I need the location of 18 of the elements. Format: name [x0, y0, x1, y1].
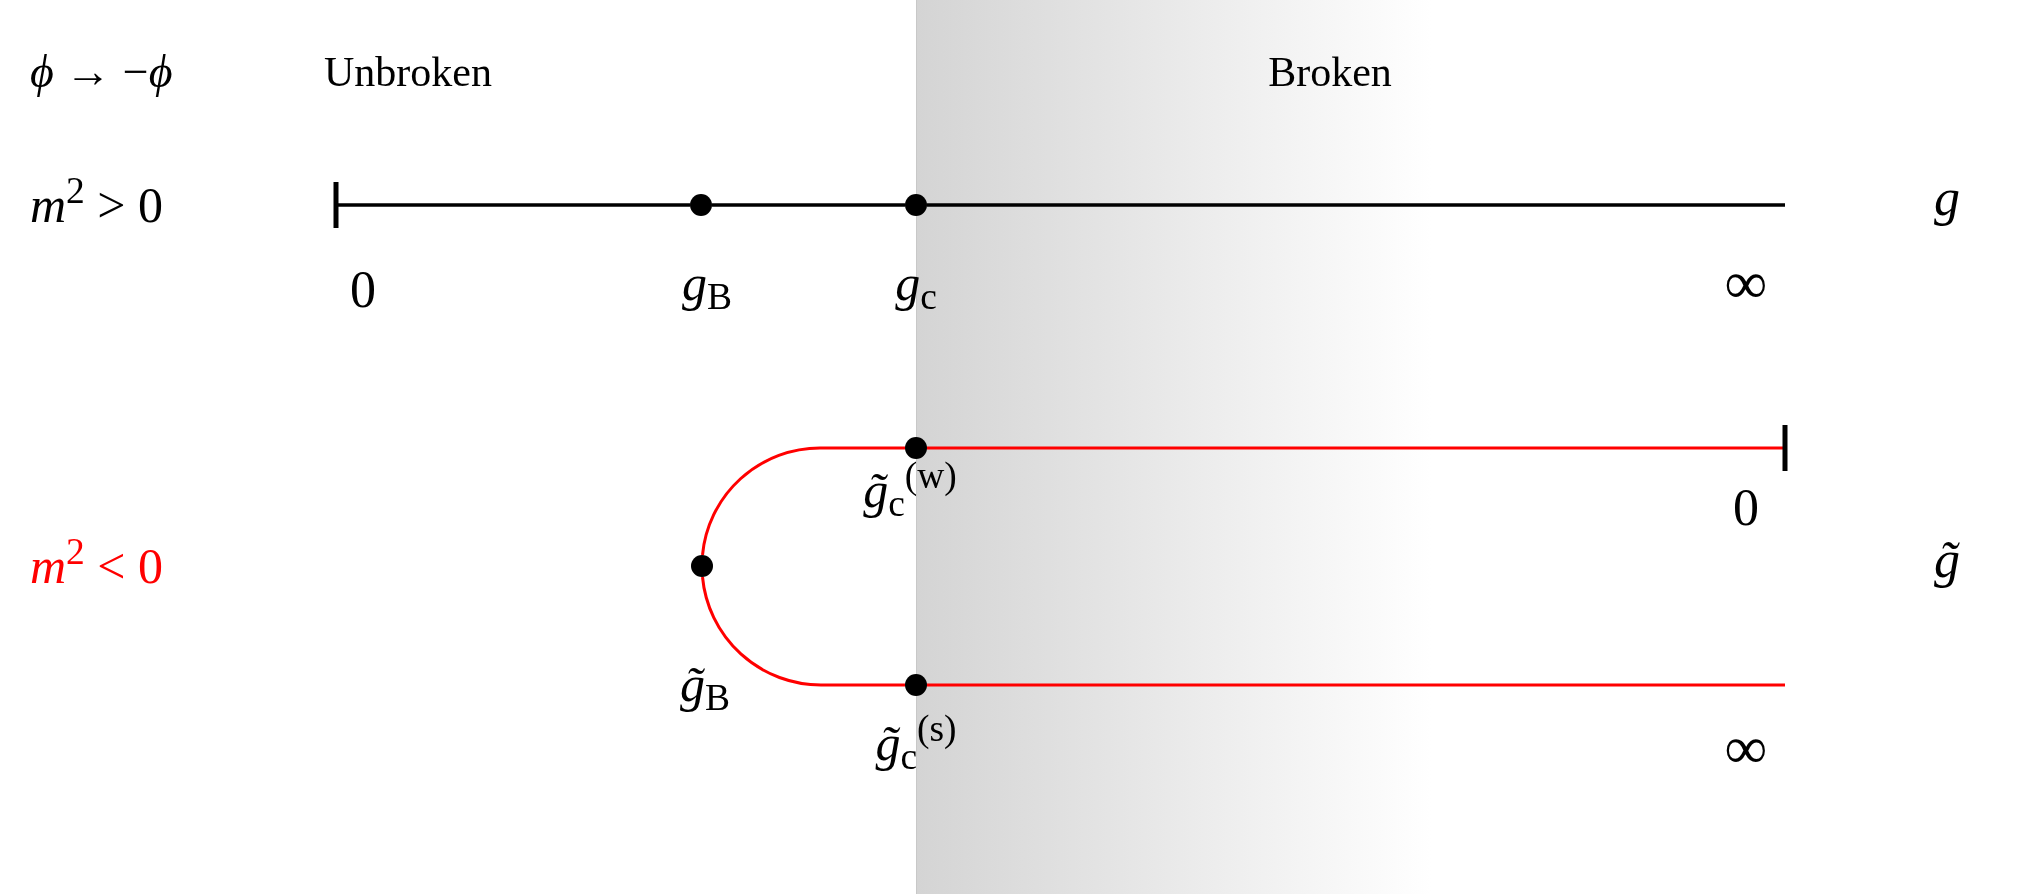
math-label: 0: [350, 264, 376, 316]
math-label: ϕ → −ϕ: [30, 49, 173, 95]
math-label: ∞: [1724, 253, 1768, 313]
math-label: g̃: [1934, 534, 1960, 586]
curve-line: [701, 446, 905, 556]
math-label: ∞: [1724, 718, 1768, 778]
math-label: 0: [1733, 482, 1759, 534]
region-label: Unbroken: [324, 51, 492, 93]
curve-line: [701, 576, 905, 687]
curve-line: [927, 422, 1788, 474]
number-line: [927, 203, 1785, 207]
region-label: Broken: [1268, 51, 1392, 93]
number-line: [712, 203, 905, 207]
math-label: m$^{2}$ > 0: [30, 180, 164, 230]
math-label: g: [1934, 172, 1960, 224]
number-line: [333, 179, 690, 231]
math-label: m$^{2}$ < 0: [30, 541, 164, 591]
curve-line: [927, 683, 1785, 687]
